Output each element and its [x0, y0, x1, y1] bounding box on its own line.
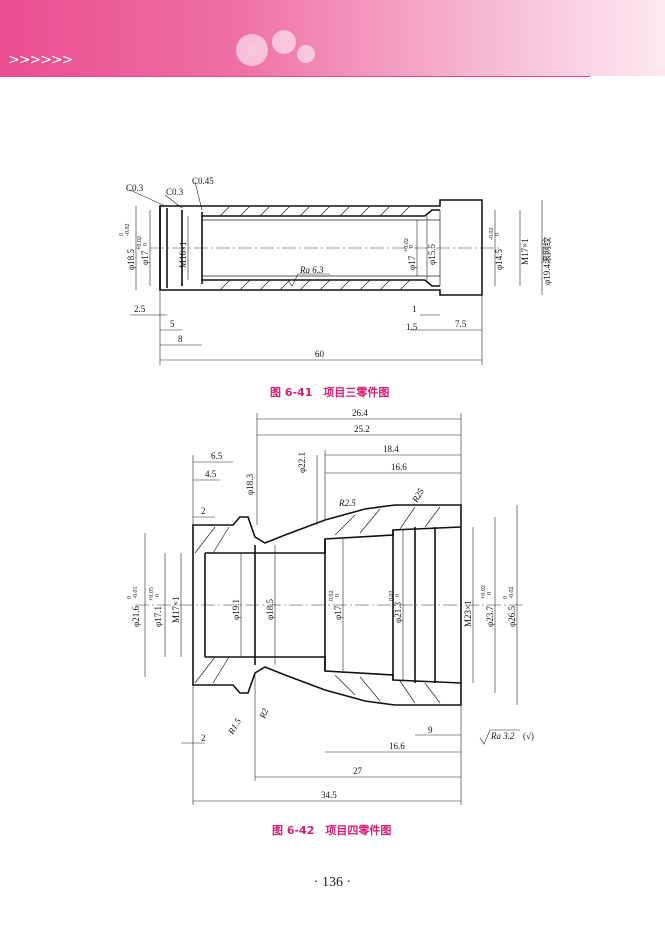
- roughness-check: (√): [523, 731, 534, 741]
- thread-m23: M23×1: [463, 600, 473, 627]
- dim-2-top: 2: [201, 506, 206, 516]
- dim-27: 27: [353, 766, 363, 776]
- dia-19-4-knurl: φ19.4滚网纹: [541, 237, 552, 285]
- dia-14-5-tol-low: 0: [495, 233, 501, 236]
- chamfer-c03-a: C0.3: [126, 183, 144, 193]
- dim-2-5: 2.5: [134, 304, 146, 314]
- dia-14-5: φ14.5: [494, 249, 504, 270]
- dim-9: 9: [428, 725, 433, 735]
- header-rule: [0, 76, 590, 77]
- dia-23-7-tol-up: +0.02: [481, 585, 487, 599]
- dia-26-5-tol-up: 0: [503, 596, 509, 599]
- dim-1-5: 1.5: [406, 322, 418, 332]
- figure-6-42-drawing: 26.4 25.2 18.4 16.6 6.5 4.5 2 φ18.3 φ22.…: [127, 408, 534, 805]
- dim-16-6-top: 16.6: [391, 462, 407, 472]
- radius-r25: R25: [410, 486, 427, 505]
- dim-8: 8: [178, 334, 183, 344]
- dia-17-right-tol-up: +0.02: [404, 238, 410, 252]
- dia-18-5-tol-up: 0: [119, 233, 125, 236]
- dim-16-6-bottom: 16.6: [389, 741, 405, 751]
- radius-r2: R2: [257, 706, 270, 720]
- dia-17-1-tol-low: 0: [155, 594, 161, 597]
- dia-21-6-tol-up: 0: [127, 596, 133, 599]
- dim-7-5: 7.5: [455, 319, 467, 329]
- dia-18-3: φ18.3: [245, 474, 255, 495]
- dim-34-5: 34.5: [321, 790, 337, 800]
- dia-15-5: φ15.5: [427, 244, 437, 265]
- page-header-banner: [0, 0, 665, 76]
- dia-26-5: φ26.5: [507, 606, 517, 627]
- dia-23-7-tol-low: 0: [487, 592, 493, 595]
- dia-22-1: φ22.1: [297, 452, 307, 473]
- dim-18-4: 18.4: [383, 444, 399, 454]
- dia-18-5-tol-low: -0.02: [125, 224, 131, 237]
- thread-m17: M17×1: [520, 238, 530, 265]
- figure-6-41-drawing: C0.3 C0.3 C0.45 φ18.5 0 -0.02 φ17 +0.02 …: [119, 176, 552, 365]
- dia-17-left-tol-up: +0.02: [137, 236, 143, 250]
- dia-18-5: φ18.5: [126, 249, 136, 270]
- dia-14-5-tol-up: -0.02: [489, 228, 495, 241]
- page-number: · 136 ·: [313, 875, 352, 890]
- dia-17-right-tol-low: 0: [409, 245, 415, 248]
- chamfer-c03-b: C0.3: [166, 187, 184, 197]
- dia-17-left: φ17: [140, 250, 150, 265]
- thread-m16: M16×1: [178, 241, 188, 268]
- dia-17-right: φ17: [407, 255, 417, 270]
- dia-23-7: φ23.7: [485, 606, 495, 627]
- dim-6-5: 6.5: [211, 451, 223, 461]
- dia-17: φ17: [333, 605, 343, 620]
- dim-4-5: 4.5: [205, 469, 217, 479]
- figure-6-42-caption: 图 6-42 项目四零件图: [272, 824, 392, 837]
- dim-5: 5: [170, 319, 175, 329]
- figure-6-41-caption: 图 6-41 项目三零件图: [270, 386, 390, 399]
- dim-60: 60: [315, 349, 325, 359]
- radius-r2-5: R2.5: [338, 498, 356, 508]
- dim-26-4: 26.4: [352, 408, 368, 418]
- chevron-decoration: >>>>>>: [8, 52, 73, 68]
- dia-19-1: φ19.1: [231, 599, 241, 620]
- dim-2-bottom: 2: [201, 733, 206, 743]
- dia-17-1-tol-up: +0.05: [149, 587, 155, 601]
- dim-25-2: 25.2: [354, 424, 370, 434]
- dia-21-3-tol-up: 0.02: [389, 591, 395, 602]
- dim-1: 1: [412, 304, 417, 314]
- gear-icon: [236, 30, 315, 66]
- radius-r1-5: R1.5: [226, 716, 244, 737]
- thread-m17: M17×1: [171, 596, 181, 623]
- dia-17-tol-low: 0: [335, 594, 341, 597]
- dia-17-1: φ17.1: [153, 606, 163, 627]
- roughness-ra-3-2: Ra 3.2: [490, 731, 515, 741]
- dia-26-5-tol-low: -0.02: [509, 587, 515, 600]
- dia-21-6-tol-low: -0.01: [133, 587, 139, 600]
- roughness-ra-6-3: Ra 6.3: [299, 265, 324, 275]
- chamfer-c045: C0.45: [192, 176, 214, 186]
- dia-21-3: φ21.3: [393, 602, 403, 623]
- dia-17-tol-up: 0.02: [329, 591, 335, 602]
- dia-17-left-tol-low: 0: [143, 243, 149, 246]
- dia-21-3-tol-low: 0: [395, 594, 401, 597]
- dia-18-5: φ18.5: [265, 599, 275, 620]
- dia-21-6: φ21.6: [131, 606, 141, 627]
